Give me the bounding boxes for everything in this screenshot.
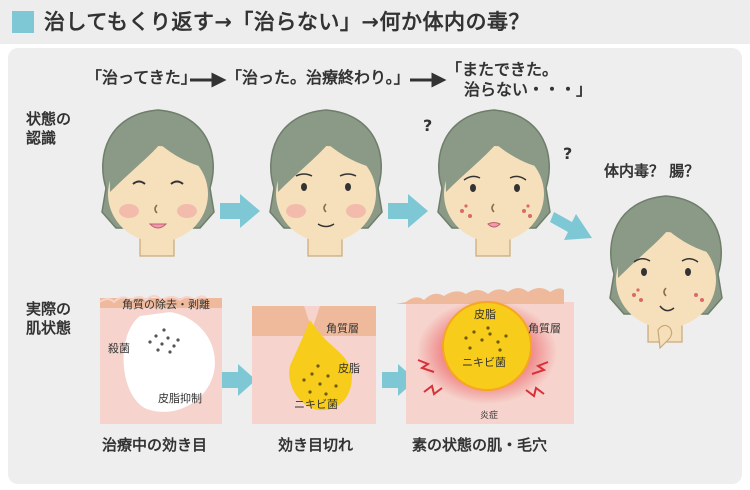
question-mark-2: ?	[563, 144, 573, 163]
stage-arrows	[220, 194, 592, 396]
skin-panel-worn-off	[252, 306, 376, 424]
panel3-acne-label: ニキビ菌	[462, 356, 506, 369]
final-label: 体内毒？ 腸？	[604, 162, 700, 180]
panel1-caption: 治療中の効き目	[102, 436, 208, 454]
page-title: 治してもくり返す→「治らない」→何か体内の毒？	[44, 10, 531, 34]
panel1-top-label: 角質の除去・剥離	[122, 298, 210, 311]
arrow-skin-1-2	[222, 364, 256, 396]
skin-panel-treatment	[99, 295, 222, 424]
arrow-skin-2-3	[382, 364, 416, 396]
row-label-skin: 実際の 肌状態	[26, 300, 72, 337]
stage-3-label-line2: 治らない・・・」	[464, 80, 593, 99]
arrow-stage-1-2	[220, 194, 260, 228]
header-bar: 治してもくり返す→「治らない」→何か体内の毒？	[0, 0, 750, 44]
arrow-stage-3-4	[550, 212, 592, 240]
face-toxin-doubt	[609, 195, 723, 350]
panel2-acne-label: ニキビ菌	[294, 398, 338, 411]
panel2-stratum-label: 角質層	[326, 322, 359, 335]
stage-2-label: 「治った。治療終わり。」	[226, 68, 410, 87]
panel3-sebum-label: 皮脂	[474, 308, 496, 321]
face-healed	[269, 109, 383, 257]
skin-panel-bare	[396, 288, 574, 424]
panel3-caption: 素の状態の肌・毛穴	[412, 436, 548, 454]
stage-3-label-line1: 「またできた。	[446, 60, 559, 79]
panel1-sebum-label: 皮脂抑制	[158, 392, 202, 405]
panel3-stratum-label: 角質層	[528, 322, 561, 335]
panel2-caption: 効き目切れ	[278, 436, 354, 454]
face-healing	[101, 109, 215, 257]
question-mark-1: ?	[423, 116, 433, 135]
panel2-sebum-label: 皮脂	[338, 362, 360, 375]
row-label-perception: 状態の 認識	[26, 110, 72, 147]
panel3-inflammation-label: 炎症	[480, 411, 499, 421]
stage-1-label: 「治ってきた」	[86, 68, 197, 87]
title-marker-icon	[12, 11, 34, 33]
face-recurred	[437, 109, 551, 257]
panel1-bacteria-label: 殺菌	[108, 342, 130, 355]
arrow-stage-2-3	[388, 194, 428, 228]
